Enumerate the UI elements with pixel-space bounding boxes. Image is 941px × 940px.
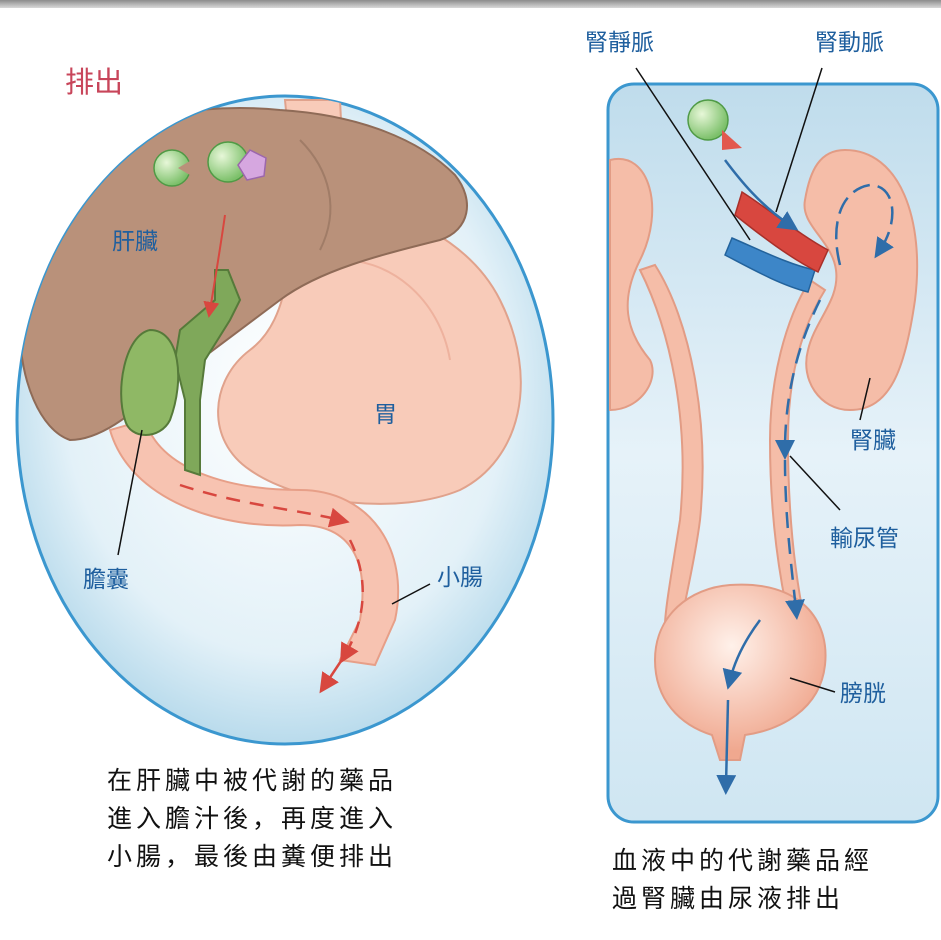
renal-vein-label: 腎靜脈 (585, 32, 654, 55)
liver-caption: 在肝臟中被代謝的藥品 進入膽汁後，再度進入 小腸，最後由糞便排出 (107, 762, 397, 876)
liver-caption-line: 進入膽汁後，再度進入 (107, 800, 397, 838)
ureter-label: 輸尿管 (830, 528, 899, 551)
kidney-label: 腎臟 (850, 430, 896, 453)
small-intestine-label: 小腸 (437, 567, 483, 590)
liver-scene (17, 96, 553, 744)
liver-caption-line: 在肝臟中被代謝的藥品 (107, 762, 397, 800)
liver-label: 肝臟 (112, 231, 158, 254)
bladder-label: 膀胱 (840, 683, 886, 706)
liver-caption-line: 小腸，最後由糞便排出 (107, 838, 397, 876)
renal-artery-label: 腎動脈 (815, 32, 884, 55)
excretion-title: 排出 (65, 68, 123, 97)
kidney-caption-line: 過腎臟由尿液排出 (612, 880, 873, 918)
gallbladder-label: 膽囊 (83, 569, 129, 592)
kidney-caption-line: 血液中的代謝藥品經 (612, 842, 873, 880)
kidney-caption: 血液中的代謝藥品經 過腎臟由尿液排出 (612, 842, 873, 918)
stomach-label: 胃 (374, 404, 397, 427)
